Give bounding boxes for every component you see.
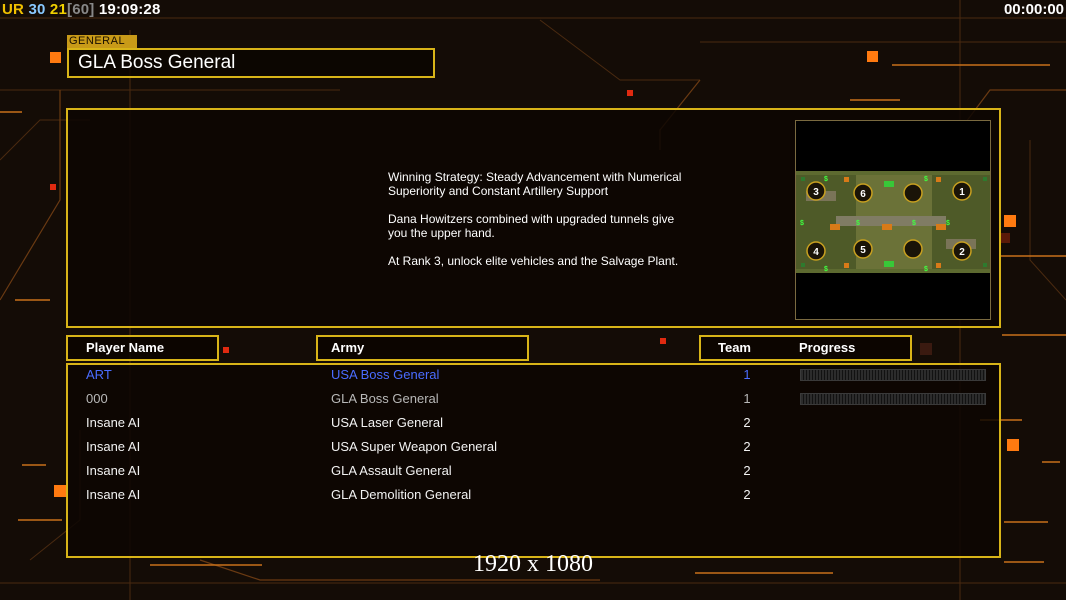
player-row: Insane AI GLA Demolition General 2: [68, 486, 999, 510]
start-label-2: 2: [959, 247, 965, 258]
performance-hud: UR 30 21[60] 19:09:28: [2, 1, 161, 18]
start-label-4: 4: [813, 247, 819, 258]
player-team: 2: [743, 415, 751, 430]
start-position-empty: [903, 239, 923, 259]
player-list: ART USA Boss General 1 000 GLA Boss Gene…: [66, 363, 1001, 558]
team-progress-header: Team Progress: [699, 335, 912, 361]
loading-progress-bar: [800, 393, 986, 405]
player-army: USA Super Weapon General: [331, 439, 497, 454]
player-team: 2: [743, 487, 751, 502]
player-army: GLA Assault General: [331, 463, 452, 478]
player-army: GLA Demolition General: [331, 487, 472, 502]
supply-marker: $: [924, 266, 928, 273]
army-header: Army: [316, 335, 529, 361]
start-label-6: 6: [860, 189, 866, 200]
supply-marker: $: [824, 266, 828, 273]
team-header: Team: [718, 340, 751, 355]
start-position-2: [952, 241, 972, 261]
fps-counter: 30: [28, 1, 46, 18]
supply-marker: $: [856, 220, 860, 227]
ur-label: UR: [2, 1, 25, 18]
start-label-1: 1: [959, 187, 965, 198]
player-row: 000 GLA Boss General 1: [68, 390, 999, 414]
start-position-5: [853, 239, 873, 259]
player-team: 2: [743, 463, 751, 478]
player-team: 2: [743, 439, 751, 454]
start-label-3: 3: [813, 187, 819, 198]
player-name: Insane AI: [86, 487, 141, 502]
start-position-1: [952, 181, 972, 201]
player-name: 000: [86, 391, 108, 406]
progress-header: Progress: [799, 340, 856, 355]
supply-marker: $: [824, 176, 828, 183]
player-team: 1: [743, 367, 751, 382]
player-army: USA Boss General: [331, 367, 440, 382]
system-clock: 19:09:28: [98, 1, 161, 18]
fps-cap-value: 21: [49, 1, 68, 18]
player-row: Insane AI USA Laser General 2: [68, 414, 999, 438]
start-position-3: [806, 181, 826, 201]
start-position-4: [806, 241, 826, 261]
supply-marker: $: [946, 220, 950, 227]
general-info-panel: Winning Strategy: Steady Advancement wit…: [66, 108, 1001, 328]
player-name: Insane AI: [86, 463, 141, 478]
loading-progress-bar: [800, 369, 986, 381]
map-preview: $ $ $ $ $ $ $ $ 3 6: [795, 120, 991, 320]
supply-marker: $: [924, 176, 928, 183]
start-label-5: 5: [860, 245, 866, 256]
player-name-header: Player Name: [66, 335, 219, 361]
player-army: GLA Boss General: [331, 391, 439, 406]
player-name: Insane AI: [86, 415, 141, 430]
general-tag: GENERAL: [67, 35, 137, 48]
player-team: 1: [743, 391, 751, 406]
fps-cap-bracket: [60]: [67, 1, 95, 18]
general-title: GLA Boss General: [67, 48, 435, 78]
start-position-6: [853, 183, 873, 203]
strategy-description: Winning Strategy: Steady Advancement wit…: [388, 170, 682, 268]
player-row: ART USA Boss General 1: [68, 366, 999, 390]
player-name: ART: [86, 367, 112, 382]
supply-marker: $: [800, 220, 804, 227]
start-position-empty: [903, 183, 923, 203]
player-army: USA Laser General: [331, 415, 444, 430]
player-name: Insane AI: [86, 439, 141, 454]
resolution-label: 1920 x 1080: [473, 551, 593, 577]
map-preview-graphic: $ $ $ $ $ $ $ $ 3 6: [796, 171, 990, 273]
player-row: Insane AI GLA Assault General 2: [68, 462, 999, 486]
game-timer: 00:00:00: [1003, 1, 1064, 18]
player-row: Insane AI USA Super Weapon General 2: [68, 438, 999, 462]
supply-marker: $: [912, 220, 916, 227]
